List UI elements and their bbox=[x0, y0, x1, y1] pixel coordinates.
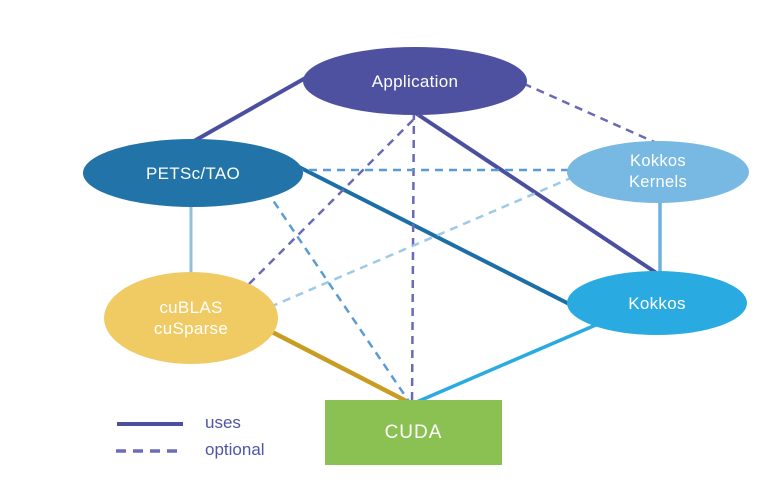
node-petsc-tao-label: PETSc/TAO bbox=[145, 163, 240, 183]
node-application-label: Application bbox=[371, 71, 459, 91]
edge-application-optional-cuda bbox=[410, 97, 416, 405]
node-cublas-cusparse-label-line1: cuBLAS bbox=[159, 298, 223, 317]
node-kokkos: Kokkos bbox=[567, 271, 747, 335]
edge-application-uses-petsc-tao bbox=[186, 70, 317, 147]
node-application: Application bbox=[303, 47, 527, 115]
node-kokkos-label: Kokkos bbox=[628, 293, 686, 313]
edge-petsc-tao-optional-cuda bbox=[264, 189, 412, 404]
node-cublas-cusparse-label-line2: cuSparse bbox=[153, 319, 229, 338]
node-kokkos-kernels: Kokkos Kernels bbox=[567, 141, 749, 203]
node-cublas-cusparse: cuBLAS cuSparse bbox=[104, 272, 278, 364]
edge-application-optional-kokkos-kernels bbox=[510, 76, 662, 147]
legend-uses-label: uses bbox=[205, 413, 241, 432]
node-kokkos-kernels-label-line2: Kernels bbox=[628, 173, 688, 191]
edge-application-optional-cublas-cusparse bbox=[238, 109, 424, 295]
legend-optional-label: optional bbox=[205, 440, 265, 459]
edge-application-uses-kokkos bbox=[406, 106, 666, 280]
edge-kokkos-uses-cuda bbox=[411, 322, 599, 406]
edge-petsc-tao-uses-kokkos bbox=[292, 162, 580, 311]
node-cuda-label: CUDA bbox=[384, 422, 443, 443]
node-petsc-tao: PETSc/TAO bbox=[83, 139, 303, 207]
node-cuda: CUDA bbox=[325, 400, 502, 465]
node-kokkos-kernels-label-line1: Kokkos bbox=[630, 152, 686, 170]
